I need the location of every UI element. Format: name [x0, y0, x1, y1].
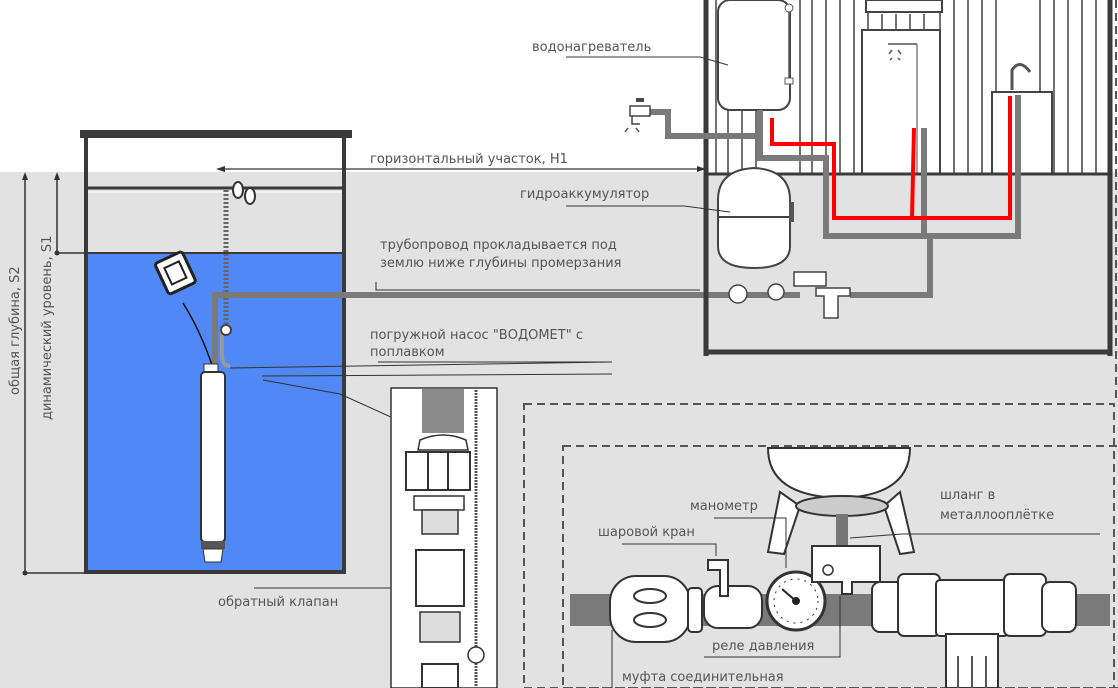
- shower-cabin: [861, 29, 941, 175]
- coupling: [609, 575, 703, 643]
- accumulator-tank: [717, 166, 851, 319]
- ball-valve-label: шаровой кран: [598, 525, 695, 540]
- pipeline-label-line1: трубопровод прокладывается под: [380, 238, 617, 253]
- pressure-switch-label: реле давления: [712, 639, 814, 654]
- coupling-label: муфта соединительная: [622, 670, 784, 685]
- pump-label-line1: погружной насос "ВОДОМЕТ" с: [370, 328, 583, 343]
- submersible-pump: [200, 363, 226, 563]
- pump-label-line2: поплавком: [370, 345, 445, 360]
- check-valve-label: обратный клапан: [218, 595, 338, 610]
- ball-valve: [703, 559, 763, 629]
- hose-label-line2: металлооплётке: [940, 508, 1054, 523]
- well-lid: [80, 130, 352, 138]
- house: [624, 0, 1117, 400]
- depth-dimensions: [22, 172, 86, 576]
- well: [80, 130, 800, 574]
- horizontal-section-label: горизонтальный участок, H1: [370, 152, 568, 167]
- pressure-switch: [811, 545, 881, 595]
- sink: [991, 91, 1053, 175]
- hot-water-pipes: [770, 96, 1012, 220]
- well-top-air: [86, 140, 344, 172]
- dynamic-level-label: динамический уровень, S1: [40, 236, 55, 420]
- pressure-unit-detail: [523, 403, 1118, 688]
- float-switch-icon: [154, 250, 197, 296]
- outdoor-tap-icon: [624, 98, 651, 133]
- manometer-label: манометр: [690, 499, 758, 514]
- sink-mixer-icon: [1010, 63, 1032, 90]
- total-depth-label: общая глубина, S2: [8, 266, 23, 395]
- shower-icon: [888, 43, 917, 61]
- tee-fitting: [871, 573, 1077, 688]
- accumulator-label: гидроаккумулятор: [520, 187, 649, 202]
- check-valve-detail: [390, 387, 498, 688]
- check-valve-body: [415, 549, 465, 607]
- pipeline-label-line2: землю ниже глубины промерзания: [380, 256, 622, 271]
- pressure-gauge-icon: [765, 570, 827, 632]
- hose-label-line1: шланг в: [940, 488, 995, 503]
- pump-riser-pipe: [212, 292, 800, 368]
- water-heater-label: водонагреватель: [532, 40, 651, 55]
- water-heater: [717, 0, 791, 111]
